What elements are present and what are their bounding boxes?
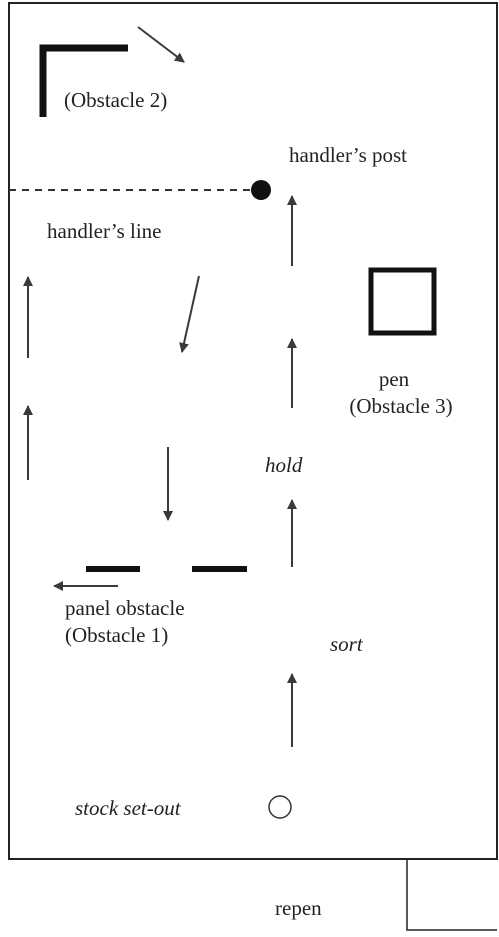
- sort-label: sort: [330, 632, 364, 656]
- handlers-line-label: handler’s line: [47, 219, 162, 243]
- pen-label: pen: [379, 367, 410, 391]
- obstacle-2-arrow: [137, 26, 185, 63]
- repen-label: repen: [275, 896, 322, 920]
- repen-box: [406, 860, 497, 931]
- obstacle-1-label: (Obstacle 1): [65, 623, 168, 647]
- pen-box: [368, 267, 437, 336]
- stock-set-out-marker: [268, 795, 292, 819]
- stock-set-out-label: stock set-out: [75, 796, 182, 820]
- field-boundary: [8, 2, 498, 860]
- hold-label: hold: [265, 453, 303, 477]
- handlers-post-marker: [251, 180, 271, 200]
- arrow-down-1: [179, 275, 200, 353]
- obstacle-3-label: (Obstacle 3): [349, 394, 452, 418]
- handlers-post-label: handler’s post: [289, 143, 407, 167]
- panel-obstacle-label: panel obstacle: [65, 596, 185, 620]
- obstacle-2-gate: [39, 44, 128, 117]
- obstacle-2-label: (Obstacle 2): [64, 88, 167, 112]
